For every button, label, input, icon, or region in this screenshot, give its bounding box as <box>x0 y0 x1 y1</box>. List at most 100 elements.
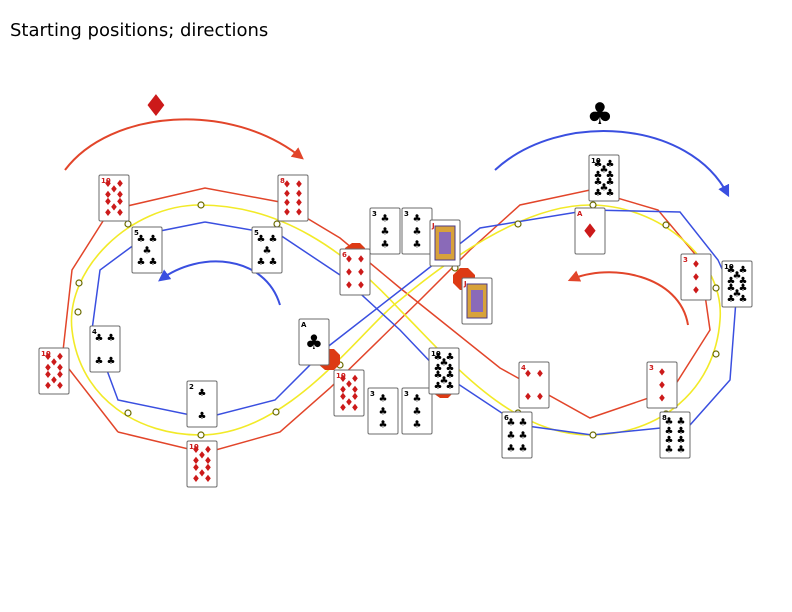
club-icon: ♣ <box>446 363 455 374</box>
club-icon: ♣ <box>305 330 323 354</box>
diamond-icon: ♦ <box>56 370 65 381</box>
track-node <box>712 350 720 358</box>
club-icon: ♣ <box>665 426 674 437</box>
club-icon: ♣ <box>594 170 603 181</box>
card-rank-label: 4 <box>92 328 97 336</box>
club-icon: ♣ <box>379 419 388 430</box>
club-icon: ♣ <box>413 394 422 405</box>
card-face <box>401 387 433 435</box>
club-icon: ♣ <box>440 357 449 368</box>
club-icon: ♣ <box>149 257 158 268</box>
club-direction-icon: ♣ <box>587 97 614 132</box>
club-icon: ♣ <box>413 227 422 238</box>
diamond-icon: ♦ <box>345 268 354 279</box>
diamond-icon: ♦ <box>204 456 213 467</box>
card-rank-label: A <box>301 321 307 329</box>
club-icon: ♣ <box>739 276 748 287</box>
diamond-icon: ♦ <box>658 381 667 392</box>
club-icon: ♣ <box>257 257 266 268</box>
card-face <box>680 253 712 301</box>
diamond-icon: ♦ <box>658 393 667 404</box>
club-icon: ♣ <box>519 418 528 429</box>
diamond-icon: ♦ <box>192 456 201 467</box>
card-face <box>574 207 606 255</box>
diamond-icon: ♦ <box>351 403 360 414</box>
club-icon: ♣ <box>95 356 104 367</box>
page-title: Starting positions; directions <box>10 20 269 41</box>
red-inner-direction-arrow <box>567 270 689 326</box>
diamond-icon: ♦ <box>339 385 348 396</box>
track-node <box>75 279 83 287</box>
club-icon: ♣ <box>665 444 674 455</box>
diamond-icon: ♦ <box>581 219 599 243</box>
diamond-icon: ♦ <box>192 463 201 474</box>
club-icon: ♣ <box>413 419 422 430</box>
card-mix-2: 3♣♣♣ <box>401 207 433 255</box>
card-d6-center: 6♦♦♦♦♦♦ <box>339 248 371 296</box>
club-icon: ♣ <box>381 227 390 238</box>
diamond-icon: ♦ <box>295 207 304 218</box>
diamond-icon: ♦ <box>536 392 545 403</box>
club-icon: ♣ <box>739 294 748 305</box>
card-rank-label: 5 <box>254 229 259 237</box>
card-rank-label: 4 <box>521 364 526 372</box>
club-icon: ♣ <box>665 417 674 428</box>
club-icon: ♣ <box>263 246 272 257</box>
diamond-icon: ♦ <box>283 189 292 200</box>
club-icon: ♣ <box>600 164 609 175</box>
card-rank-label: 5 <box>134 229 139 237</box>
diamond-icon: ♦ <box>198 469 207 480</box>
club-icon: ♣ <box>446 381 455 392</box>
card-rank-label: J <box>431 222 435 230</box>
card-face <box>89 325 121 373</box>
diamond-icon: ♦ <box>692 273 701 284</box>
track-node <box>273 220 281 228</box>
diamond-icon: ♦ <box>44 381 53 392</box>
card-face <box>186 380 218 428</box>
diamond-icon: ♦ <box>295 198 304 209</box>
jack-figure-icon <box>439 232 451 254</box>
diamond-icon: ♦ <box>283 180 292 191</box>
club-icon: ♣ <box>606 188 615 199</box>
diamond-icon: ♦ <box>116 208 125 219</box>
blue-direction-arrow <box>494 130 730 198</box>
diamond-icon: ♦ <box>44 352 53 363</box>
track-node <box>197 201 205 209</box>
club-icon: ♣ <box>379 394 388 405</box>
track-node <box>74 308 82 316</box>
card-rank-label: 10 <box>336 372 346 380</box>
card-d10-top-left: 10♦♦♦♦♦♦♦♦♦♦ <box>98 174 130 222</box>
card-mix-4: 3♣♣♣ <box>401 387 433 435</box>
club-icon: ♣ <box>413 407 422 418</box>
card-face <box>721 260 753 308</box>
diamond-icon: ♦ <box>283 198 292 209</box>
club-icon: ♣ <box>727 265 736 276</box>
club-icon: ♣ <box>733 270 742 281</box>
diamond-icon: ♦ <box>56 363 65 374</box>
card-rank-label: 10 <box>724 263 734 271</box>
diamond-icon: ♦ <box>351 374 360 385</box>
diamond-icon: ♦ <box>339 403 348 414</box>
club-icon: ♣ <box>519 431 528 442</box>
club-icon: ♣ <box>413 214 422 225</box>
diamond-icon: ♦ <box>345 255 354 266</box>
card-rank-label: 10 <box>431 350 441 358</box>
card-face <box>251 226 283 274</box>
card-rank-label: 2 <box>189 383 194 391</box>
diamond-icon: ♦ <box>104 208 113 219</box>
diamond-icon: ♦ <box>116 179 125 190</box>
card-d3-right: 3♦♦♦ <box>680 253 712 301</box>
diamond-icon: ♦ <box>524 392 533 403</box>
diamond-icon: ♦ <box>339 392 348 403</box>
club-icon: ♣ <box>665 435 674 446</box>
club-icon: ♣ <box>413 239 422 250</box>
card-rank-label: J <box>463 280 467 288</box>
club-icon: ♣ <box>137 257 146 268</box>
card-d8-top-mid: 8♦♦♦♦♦♦♦♦ <box>277 174 309 222</box>
card-rank-label: 10 <box>41 350 51 358</box>
club-icon: ♣ <box>606 170 615 181</box>
card-face <box>186 440 218 488</box>
diamond-icon: ♦ <box>524 369 533 380</box>
